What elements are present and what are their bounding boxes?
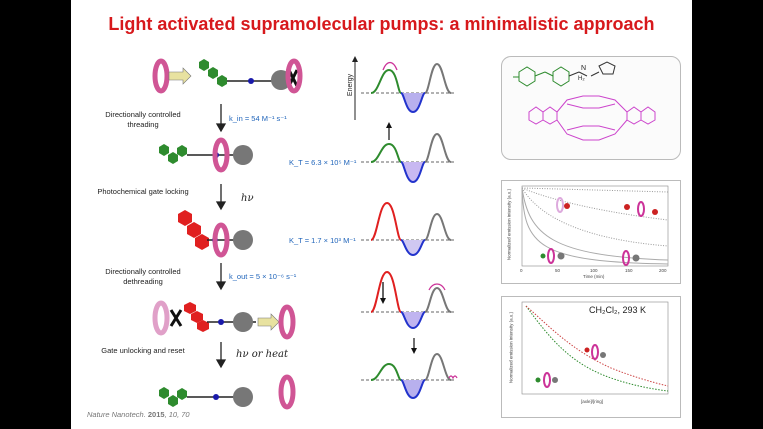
titration-y-label: Normalized emission intensity (a.u.) [508, 311, 514, 384]
citation-rest: , 10, 70 [164, 410, 190, 419]
row5-molecules [159, 374, 296, 410]
kinetics-tick-2: 100 [590, 268, 598, 273]
citation-year: 2015 [147, 410, 165, 419]
threading-rate: k_in = 54 M⁻¹ s⁻¹ [229, 114, 287, 123]
yellow-arrow [168, 67, 192, 85]
energy-profile-4 [361, 270, 456, 330]
kinetics-tick-0: 0 [520, 268, 523, 273]
reset-symbol: hν or heat [236, 349, 289, 360]
green-stopper [199, 59, 227, 87]
step-threading-label: Directionally controlled threading [105, 110, 181, 129]
step-dethreading-label: Directionally controlled dethreading [105, 267, 181, 286]
step-locking-label: Photochemical gate locking [97, 187, 189, 196]
kinetics-tick-1: 50 [555, 268, 561, 273]
solvent-label: CH₂Cl₂, 293 K [589, 305, 647, 315]
titration-x-label: [axle]/[ring] [581, 399, 604, 404]
step-arrows [215, 104, 227, 369]
energy-profile-3 [361, 201, 456, 257]
energy-profile-2 [361, 132, 456, 184]
row3-molecules [178, 210, 253, 258]
slide-title: Light activated supramolecular pumps: a … [108, 14, 655, 34]
kt-locked: K_T = 1.7 × 10³ M⁻¹ [289, 236, 356, 245]
ring-right [285, 58, 303, 94]
step-reset-label: Gate unlocking and reset [101, 346, 185, 355]
slide: Light activated supramolecular pumps: a … [71, 0, 692, 429]
ammonium-node [248, 78, 254, 84]
citation: Nature Nanotech. 2015, 10, 70 [87, 410, 190, 419]
kinetics-plot [521, 185, 669, 267]
ring-left [152, 58, 170, 94]
chemical-structure: N H₂ [513, 61, 656, 141]
kinetics-tick-3: 150 [625, 268, 633, 273]
threaded-ring [212, 137, 230, 173]
kinetics-x-label: Time (min) [583, 274, 605, 279]
svg-text:H₂: H₂ [578, 76, 585, 82]
energy-profile-1 [361, 61, 456, 114]
energy-profiles [352, 56, 458, 400]
energy-profile-5 [361, 352, 458, 400]
svg-text:N: N [581, 65, 586, 72]
citation-journal: Nature Nanotech. [87, 410, 146, 419]
dethreading-rate: k_out = 5 × 10⁻⁶ s⁻¹ [229, 272, 297, 281]
titration-plot [521, 301, 669, 395]
row4-molecules [152, 300, 296, 340]
kinetics-tick-4: 200 [659, 268, 667, 273]
kt-threaded: K_T = 6.3 × 10⁵ M⁻¹ [289, 158, 357, 167]
locking-symbol: hν [241, 193, 254, 204]
row2-molecules [159, 137, 253, 173]
row1-molecules [152, 58, 303, 94]
